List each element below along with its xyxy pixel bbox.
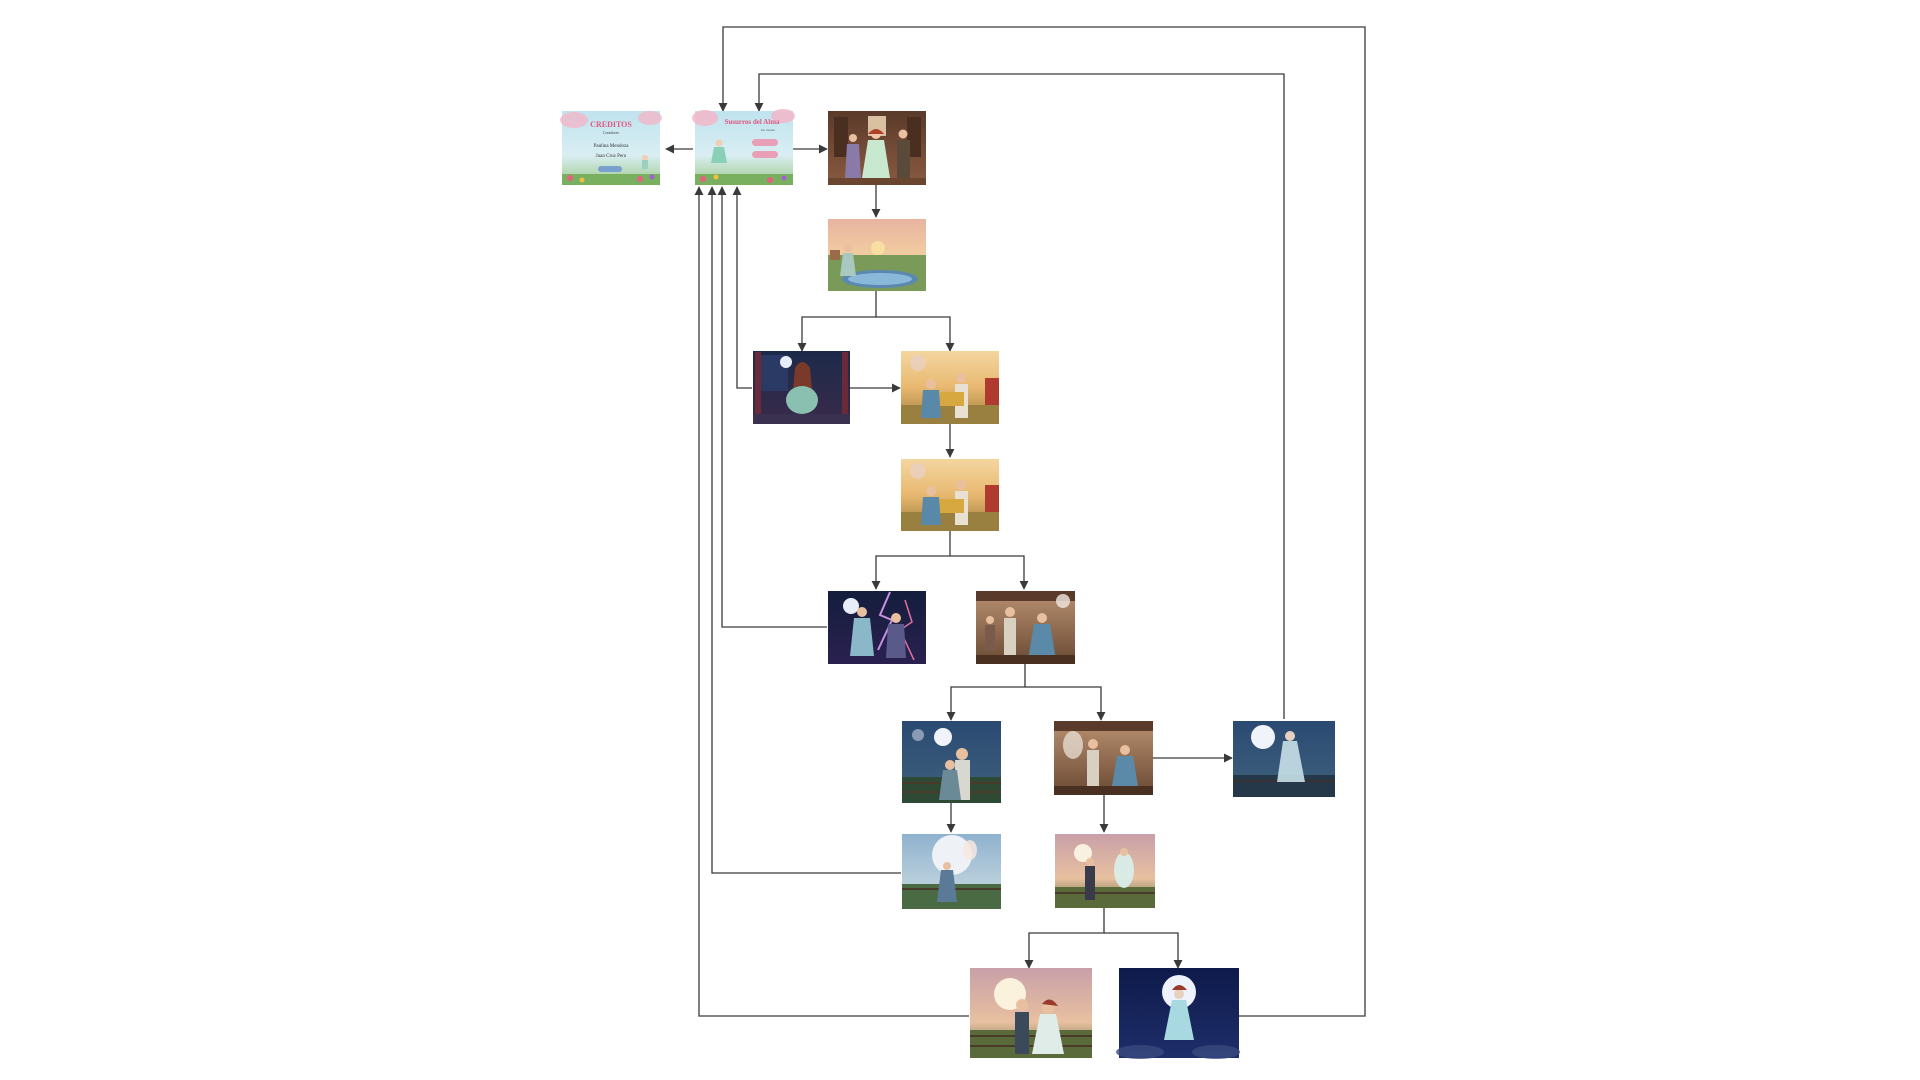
credits-name-1: Paulina Mendoza [594, 144, 630, 149]
scene-boy-hay-farm-1[interactable] [901, 351, 999, 424]
arrow-barn1-to-moonhug [946, 662, 1026, 721]
scene-ghost-floating-sunset[interactable] [1055, 834, 1155, 908]
arrow-ghostgirl-to-title [754, 73, 1285, 719]
scene-barn-dance-1[interactable] [976, 591, 1075, 664]
arrow-ghostwatch-to-title [707, 186, 901, 874]
credits-title: CREDITOS [590, 120, 632, 129]
scene-storm-fight[interactable] [828, 591, 926, 664]
scene-boy-hay-farm-2[interactable] [901, 459, 999, 531]
scene-ghost-watching-couple[interactable] [902, 834, 1001, 909]
arrow-alone-to-title [718, 26, 1366, 1017]
scene-girl-sad-window[interactable] [753, 351, 850, 424]
arrow-floating-to-sunset [1024, 908, 1105, 969]
arrow-window-to-title [732, 186, 752, 389]
title-credits-button[interactable] [752, 151, 778, 158]
scene-barn-dance-2[interactable] [1054, 721, 1153, 795]
credits-name-2: Juan Cruz Peru [596, 154, 627, 159]
credits-back-button[interactable] [598, 166, 622, 172]
scene-girl-at-pond[interactable] [828, 219, 926, 291]
scene-ghost-girl-moon[interactable] [1233, 721, 1335, 797]
scene-family-intro[interactable] [828, 111, 926, 185]
arrow-barn1-to-barn2 [1025, 686, 1106, 721]
scene-ghost-alone-moon[interactable] [1116, 968, 1240, 1059]
arrow-storm-to-title [717, 186, 827, 628]
arrow-hay2-to-storm [871, 531, 951, 590]
title-play-button[interactable] [752, 139, 778, 146]
title-card-subtitle: Un cuento [761, 128, 776, 132]
arrow-hay2-to-barn1 [950, 555, 1029, 590]
scene-credits[interactable]: CREDITOS Creadores Paulina Mendoza Juan … [560, 111, 662, 185]
arrow-pond-to-window [797, 291, 877, 352]
arrow-sunset-to-title [694, 186, 969, 1017]
arrow-pond-to-hay1 [876, 316, 955, 352]
arrow-floating-to-alone [1104, 932, 1183, 969]
connectors [665, 26, 1366, 1017]
title-card-title: Susurros del Alma [724, 118, 780, 126]
scene-moon-hug[interactable] [902, 721, 1001, 803]
scene-couple-sunset-ending[interactable] [970, 968, 1092, 1058]
scene-title[interactable]: Susurros del Alma Un cuento [692, 109, 795, 185]
credits-subtitle: Creadores [603, 130, 620, 135]
